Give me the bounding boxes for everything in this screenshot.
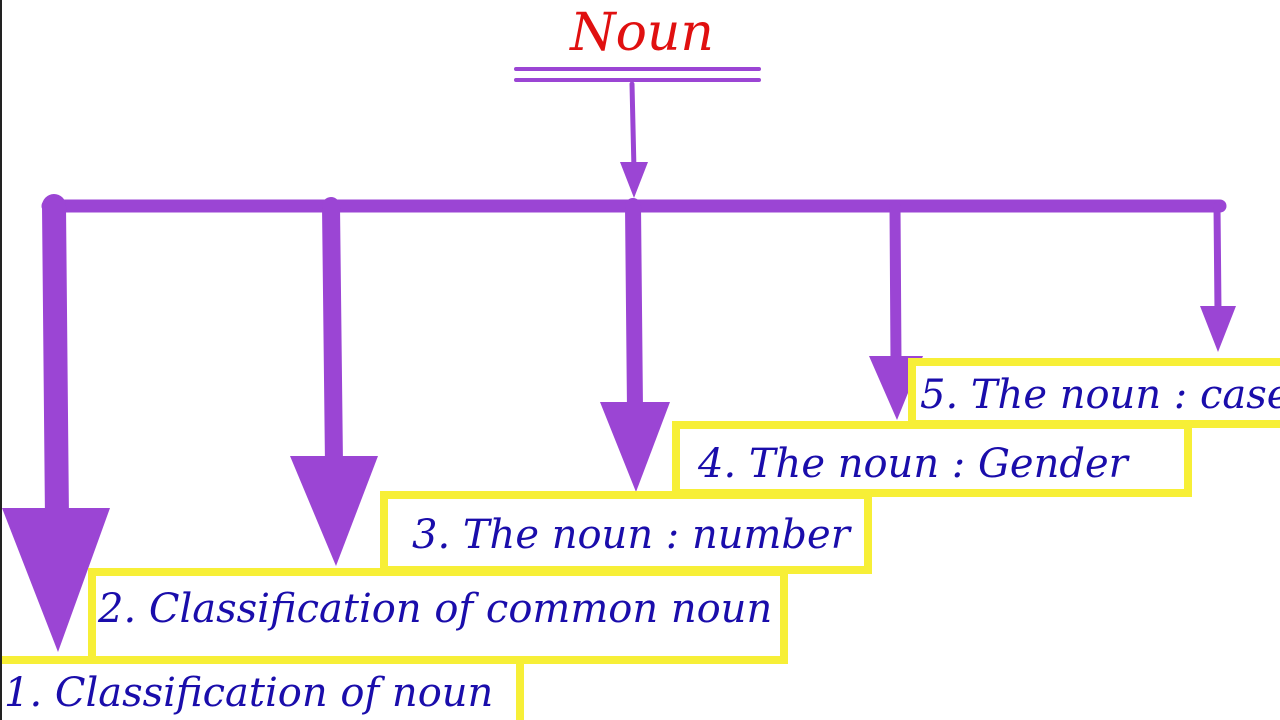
title-underline [514,67,761,82]
branch-arrow-2 [290,197,378,566]
item-box-3: 3. The noun : number [380,491,872,574]
item-label-3: 3. The noun : number [412,512,853,558]
item-box-2: 2. Classification of common noun [88,568,788,664]
item-label-5: 5. The noun : case [920,372,1280,418]
item-box-4: 4. The noun : Gender [672,421,1192,497]
item-label-4: 4. The noun : Gender [697,441,1131,487]
item-box-5: 5. The noun : case [908,358,1280,428]
diagram-title: Noun [568,3,714,63]
item-box-1: 1. Classification of noun [2,656,524,720]
branch-arrow-5 [1200,202,1236,352]
item-label-1: 1. Classification of noun [4,670,493,716]
branch-arrow-1 [2,194,110,652]
branch-arrow-3 [600,198,670,492]
title-connector-arrow [620,81,648,198]
item-label-2: 2. Classification of common noun [97,586,772,632]
